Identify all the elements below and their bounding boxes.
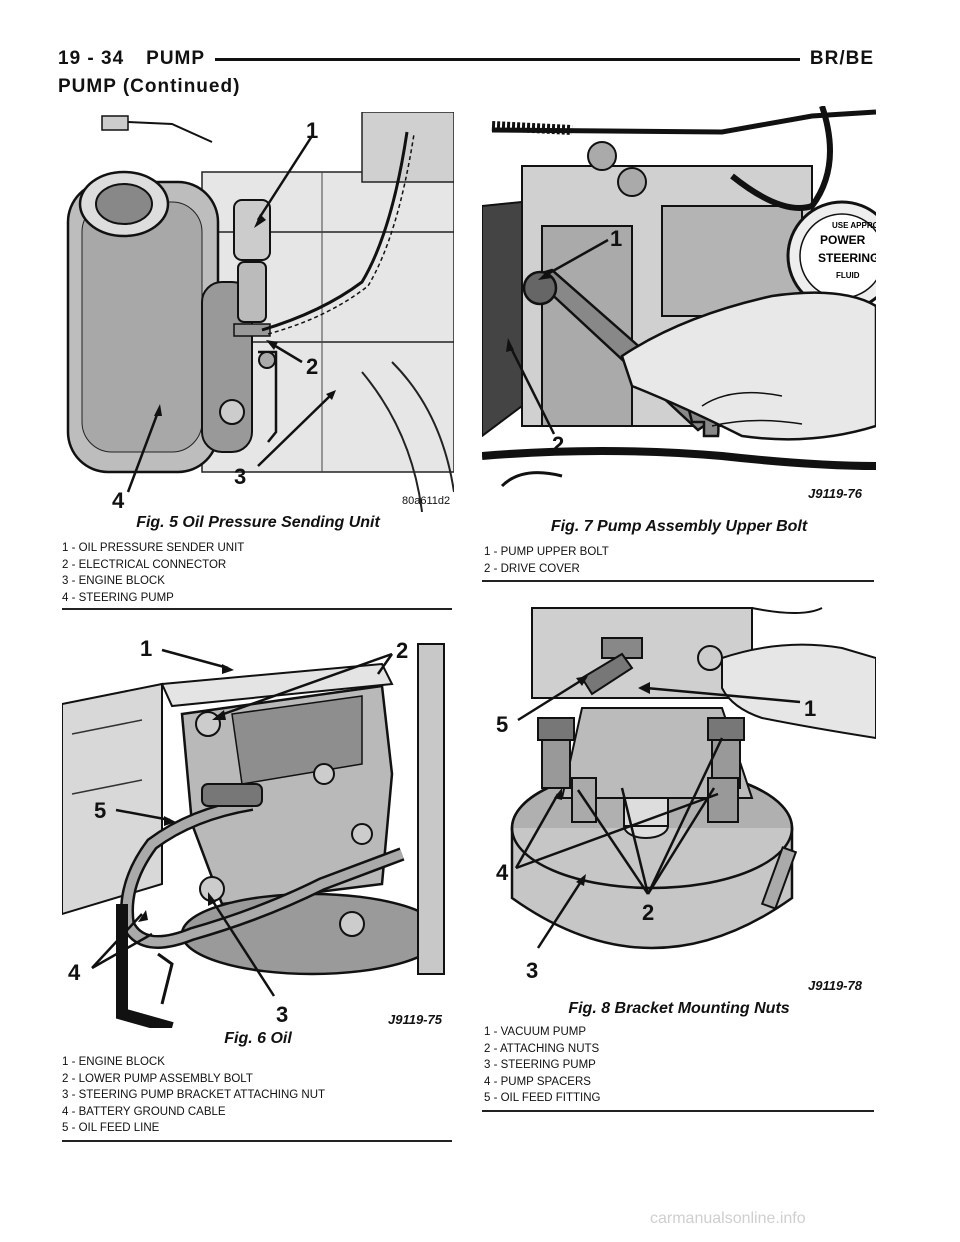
- fig6-legend-item: 5 - OIL FEED LINE: [62, 1122, 160, 1134]
- fig5-image-code: 80a611d2: [402, 495, 450, 507]
- section-title: PUMP: [146, 48, 206, 69]
- fig6-legend: 1 - ENGINE BLOCK 2 - LOWER PUMP ASSEMBLY…: [62, 1054, 325, 1137]
- fig5-callout-4: 4: [112, 488, 125, 512]
- fig7-cap-text-0: USE APPROVED: [832, 221, 876, 230]
- fig6-callout-5: 5: [94, 798, 106, 823]
- fig8-image-code: J9119-78: [808, 978, 863, 993]
- fig8-divider: [482, 1110, 874, 1112]
- fig6-callout-4: 4: [68, 960, 81, 985]
- fig8-drawing: 1 2 3 4 5 J9119-78: [482, 598, 876, 994]
- fig5-title: Fig. 5 Oil Pressure Sending Unit: [136, 514, 380, 531]
- fig8-callout-3: 3: [526, 958, 538, 983]
- fig8-legend-item: 2 - ATTACHING NUTS: [484, 1042, 600, 1055]
- fig8-callout-2: 2: [642, 900, 654, 925]
- fig7-divider: [482, 580, 874, 582]
- fig5-legend-item: 4 - STEERING PUMP: [62, 591, 174, 604]
- fig7-legend: 1 - PUMP UPPER BOLT 2 - DRIVE COVER: [484, 544, 609, 577]
- fig7-cap-text-2: STEERING: [818, 251, 876, 265]
- footer-watermark[interactable]: carmanualsonline.info: [650, 1210, 806, 1227]
- fig6-legend-item: 2 - LOWER PUMP ASSEMBLY BOLT: [62, 1072, 253, 1085]
- fig6-divider: [62, 1140, 452, 1142]
- fig7-cap-text-3: FLUID: [836, 271, 860, 280]
- fig5-legend-item: 1 - OIL PRESSURE SENDER UNIT: [62, 542, 245, 554]
- fig7-legend-item: 2 - DRIVE COVER: [484, 562, 580, 575]
- fig7-callout-2: 2: [552, 432, 564, 457]
- fig6-illustration: 1 2 3 4 5 J9119-75: [62, 624, 454, 1028]
- model-code: BR/BE: [809, 48, 874, 69]
- fig7-legend-item: 1 - PUMP UPPER BOLT: [484, 546, 609, 558]
- fig6-legend-item: 1 - ENGINE BLOCK: [62, 1056, 165, 1068]
- fig6-callout-3: 3: [276, 1002, 288, 1027]
- fig7-image-code: J9119-76: [808, 486, 863, 501]
- fig5-callout-3: 3: [234, 464, 246, 489]
- fig5-legend: 1 - OIL PRESSURE SENDER UNIT 2 - ELECTRI…: [62, 540, 244, 606]
- fig5-legend-item: 2 - ELECTRICAL CONNECTOR: [62, 558, 227, 571]
- fig6-image-code: J9119-75: [388, 1012, 443, 1027]
- fig8-legend-item: 5 - OIL FEED FITTING: [484, 1092, 601, 1104]
- fig7-cap-text-1: POWER: [820, 233, 866, 247]
- fig7-illustration: USE APPROVED POWER STEERING FLUID 1 2 J9…: [482, 106, 876, 512]
- fig8-legend: 1 - VACUUM PUMP 2 - ATTACHING NUTS 3 - S…: [484, 1024, 601, 1107]
- fig5-legend-item: 3 - ENGINE BLOCK: [62, 575, 165, 587]
- fig6-callout-1: 1: [140, 636, 152, 661]
- section-number: 19 - 34: [58, 48, 125, 69]
- fig5-callout-2: 2: [306, 354, 318, 379]
- page-subtitle: PUMP (Continued): [58, 76, 241, 97]
- fig5-divider: [62, 608, 452, 610]
- fig8-illustration: 1 2 3 4 5 J9119-78: [482, 598, 876, 994]
- fig7-callout-1: 1: [610, 226, 622, 251]
- fig8-legend-item: 3 - STEERING PUMP: [484, 1059, 596, 1071]
- fig8-callout-1: 1: [804, 696, 816, 721]
- fig6-drawing: 1 2 3 4 5 J9119-75: [62, 624, 454, 1028]
- fig8-title: Fig. 8 Bracket Mounting Nuts: [568, 1000, 790, 1017]
- page-header: 19 - 34 PUMP BR/BE: [58, 46, 874, 72]
- fig8-callout-4: 4: [496, 860, 509, 885]
- fig6-callout-2: 2: [396, 638, 408, 663]
- fig8-callout-5: 5: [496, 712, 508, 737]
- fig5-drawing: 1 2 3 4 80a611d2: [62, 112, 454, 512]
- fig6-legend-item: 4 - BATTERY GROUND CABLE: [62, 1105, 226, 1118]
- fig5-illustration: 1 2 3 4 80a611d2: [62, 112, 454, 512]
- fig7-title: Fig. 7 Pump Assembly Upper Bolt: [550, 518, 808, 535]
- fig6-title: Fig. 6 Oil: [224, 1030, 292, 1047]
- header-rule: [215, 57, 800, 61]
- fig5-callout-1: 1: [306, 118, 318, 143]
- fig7-drawing: USE APPROVED POWER STEERING FLUID 1 2 J9…: [482, 106, 876, 512]
- fig6-legend-item: 3 - STEERING PUMP BRACKET ATTACHING NUT: [62, 1089, 326, 1101]
- fig8-legend-item: 4 - PUMP SPACERS: [484, 1075, 591, 1088]
- fig8-legend-item: 1 - VACUUM PUMP: [484, 1026, 587, 1038]
